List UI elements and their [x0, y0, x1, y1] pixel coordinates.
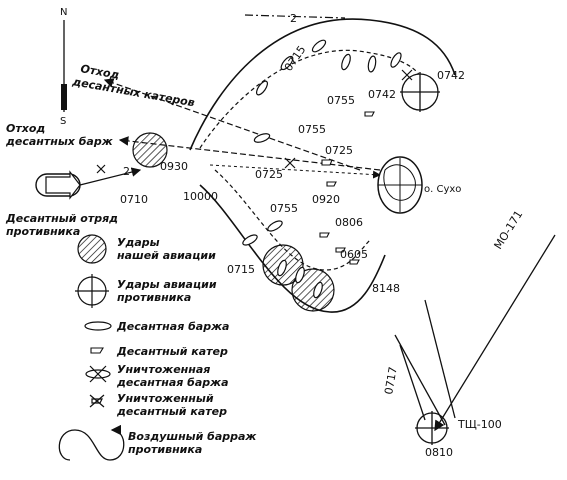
time-0810: 0810: [425, 446, 453, 459]
legend-destroyed-barge-1: Уничтоженная: [117, 363, 210, 376]
legend-destroyed-boat-icon: [89, 394, 105, 408]
legend-barge-icon: [84, 321, 112, 331]
time-0742-a: 0742: [368, 88, 396, 101]
time-0755-c: 0755: [270, 202, 298, 215]
withdrawal-boats-line2: десантных катеров: [70, 75, 195, 109]
legend-our-strike-1: Удары: [117, 236, 160, 249]
legend-enemy-landing-2: противника: [6, 225, 80, 238]
island-label: о. Сухо: [424, 184, 461, 195]
legend-our-strike-2: нашей авиации: [117, 249, 216, 262]
legend-destroyed-boat-2: десантный катер: [116, 405, 227, 418]
legend-destroyed-barge-icon: [85, 365, 111, 383]
legend-barrage-icon: [58, 424, 125, 461]
time-0806: 0806: [335, 216, 363, 229]
legend-enemy-strike-icon: [75, 274, 109, 308]
ship-tsch-label: ТЩ-100: [457, 418, 502, 431]
withdrawal-barges-line1: Отход: [6, 122, 45, 135]
time-0605: 0605: [340, 248, 368, 261]
marker-2-left: 2: [123, 165, 130, 178]
legend-barge: Десантная баржа: [116, 320, 229, 333]
time-0755-a: 0755: [327, 94, 355, 107]
legend-enemy-landing-1: Десантный отряд: [5, 212, 118, 225]
destroyed-markers: [96, 69, 413, 174]
withdrawal-barges-line2: десантных барж: [5, 135, 114, 148]
time-0710: 0710: [120, 193, 148, 206]
time-10000: 10000: [183, 190, 218, 203]
compass: N S: [60, 7, 67, 127]
time-8148: 8148: [372, 282, 400, 295]
compass-north-label: N: [60, 7, 67, 18]
legend-enemy-strike-1: Удары авиации: [117, 278, 217, 291]
legend-barrage-2: противника: [128, 443, 202, 456]
legend-barrage-1: Воздушный барраж: [128, 430, 257, 443]
legend-boat-icon: [90, 347, 104, 354]
barges: [242, 39, 402, 299]
ship-tracks: [394, 234, 556, 432]
ship-mo-label: МО-171: [492, 208, 526, 251]
marker-2-top: 2: [290, 12, 297, 25]
time-0755-b: 0755: [298, 123, 326, 136]
time-labels: 0715 0755 0755 0742 0742 0725 0725 0930 …: [120, 12, 465, 459]
legend-boat: Десантный катер: [116, 345, 228, 358]
time-0715-bottom: 0715: [227, 263, 255, 276]
time-0725-b: 0725: [255, 168, 283, 181]
compass-south-label: S: [60, 116, 66, 127]
legend-our-strike-icon: [77, 234, 107, 264]
legend-destroyed-barge-2: десантная баржа: [116, 376, 229, 389]
time-0742-b: 0742: [437, 69, 465, 82]
island-sukho: о. Сухо: [377, 156, 461, 214]
legend-destroyed-boat-1: Уничтоженный: [117, 392, 214, 405]
legend: Десантный отряд противника Удары нашей а…: [5, 212, 257, 461]
time-0930: 0930: [160, 160, 188, 173]
time-0725-a: 0725: [325, 144, 353, 157]
legend-enemy-strike-2: противника: [117, 291, 191, 304]
boats: [319, 111, 375, 265]
time-0920: 0920: [312, 193, 340, 206]
landing-detachment: [35, 167, 142, 200]
time-0717: 0717: [382, 366, 400, 396]
